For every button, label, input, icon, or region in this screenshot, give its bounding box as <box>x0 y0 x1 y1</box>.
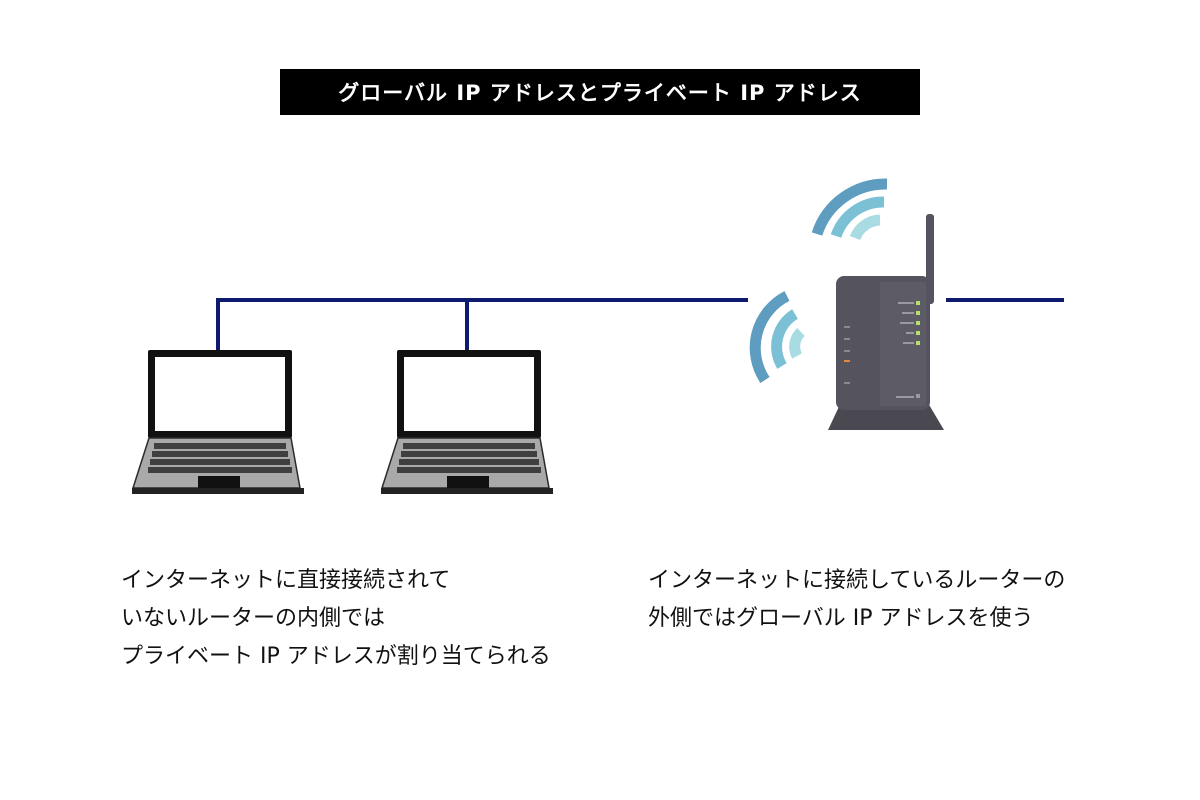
laptop-touchpad <box>198 476 240 490</box>
wifi-signal-upper-icon <box>811 178 888 241</box>
caption-global-ip-line-2: 外側ではグローバル IP アドレスを使う <box>648 606 1034 631</box>
laptop-base-edge <box>381 488 553 494</box>
caption-private-ip-line-3: プライベート IP アドレスが割り当てられる <box>121 644 551 669</box>
diagram-title: グローバル IP アドレスとプライベート IP アドレス <box>280 69 920 115</box>
diagram-title-text: グローバル IP アドレスとプライベート IP アドレス <box>338 81 862 105</box>
laptop-2 <box>380 350 553 494</box>
router-status-led-icons <box>896 301 920 398</box>
laptop-screen <box>155 357 285 431</box>
caption-private-ip-line-2: いないルーターの内側では <box>121 606 386 631</box>
caption-private-ip: インターネットに直接接続されて いないルーターの内側では プライベート IP ア… <box>121 562 551 676</box>
caption-private-ip-line-1: インターネットに直接接続されて <box>121 568 451 593</box>
laptop-keyboard-icon <box>148 443 292 473</box>
laptop-1 <box>131 350 304 494</box>
router-side-indicator-icons <box>844 326 850 384</box>
laptop-base-edge <box>132 488 304 494</box>
router <box>828 214 944 430</box>
lan-cable <box>216 298 748 352</box>
laptop-keyboard-icon <box>397 443 541 473</box>
caption-global-ip: インターネットに接続しているルーターの 外側ではグローバル IP アドレスを使う <box>648 562 1065 638</box>
wifi-signal-left-icon <box>749 291 806 384</box>
laptop-touchpad <box>447 476 489 490</box>
caption-global-ip-line-1: インターネットに接続しているルーターの <box>648 568 1066 593</box>
laptop-screen <box>404 357 534 431</box>
